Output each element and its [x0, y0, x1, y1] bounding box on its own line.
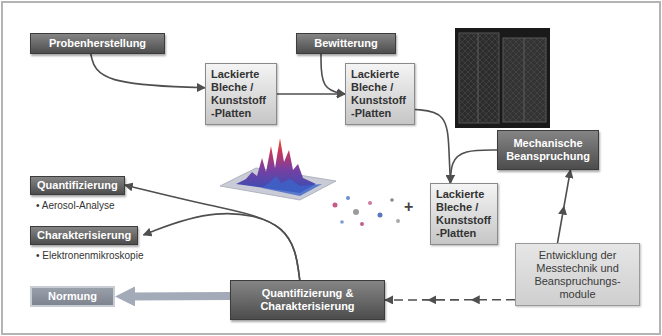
heading-chip: Charakterisierung [30, 226, 138, 245]
process-box: Quantifizierung & Charakterisierung [230, 280, 385, 320]
box-label: Entwicklung der Messtechnik und Beanspru… [522, 249, 633, 301]
block-arrow [129, 292, 230, 300]
box-label: Lackierte Bleche / Kunststoff -Platten [436, 188, 492, 240]
plot-peaks [262, 176, 322, 196]
particle [396, 219, 400, 223]
process-box: Mechanische Beanspruchung [497, 130, 599, 170]
box-label: Mechanische Beanspruchung [504, 137, 592, 163]
box-label: Bewitterung [303, 37, 389, 50]
panel-line [478, 33, 479, 123]
process-box: Lackierte Bleche / Kunststoff -Platten [430, 183, 498, 245]
process-box: Lackierte Bleche / Kunststoff -Platten [205, 63, 277, 125]
heading-group: Charakterisierung • Elektronenmikroskopie [30, 226, 143, 262]
particle [353, 209, 359, 215]
flow-arrow [277, 93, 345, 95]
box-label: Lackierte Bleche / Kunststoff -Platten [351, 68, 409, 120]
particle [368, 201, 372, 205]
box-label: Quantifizierung & Charakterisierung [237, 287, 378, 313]
panel-plate [459, 33, 499, 123]
particle [378, 213, 383, 218]
box-label: Normung [38, 290, 107, 303]
box-label: Probenherstellung [37, 37, 158, 50]
flow-arrow [321, 54, 345, 94]
panel-mesh [459, 33, 499, 123]
panel-plate [503, 38, 546, 122]
heading-group: Quantifizierung • Aerosol-Analyse [30, 176, 125, 212]
flow-arrow [558, 170, 571, 243]
spectrum-plot [220, 138, 336, 200]
particle [346, 196, 350, 200]
flow-arrow [91, 54, 205, 88]
particle [390, 198, 394, 202]
panel-line [524, 38, 525, 122]
bullet-text: • Aerosol-Analyse [30, 199, 115, 212]
particles [333, 196, 401, 226]
plus-sign: + [404, 198, 413, 216]
particle [360, 222, 364, 226]
heading-chip: Quantifizierung [30, 176, 125, 195]
particle [340, 220, 344, 224]
flow-arrow [450, 150, 497, 183]
dashed-arrow [385, 299, 515, 301]
process-box: Lackierte Bleche / Kunststoff -Platten [345, 63, 415, 125]
flow-arrow [415, 110, 450, 184]
flow-arrow [125, 185, 300, 280]
particle [333, 203, 338, 208]
panel-photo [455, 28, 550, 128]
panel-mesh [503, 38, 546, 122]
bullet-text: • Elektronenmikroskopie [30, 249, 143, 262]
process-box: Entwicklung der Messtechnik und Beanspru… [515, 243, 640, 306]
box-label: Lackierte Bleche / Kunststoff -Platten [211, 68, 271, 120]
flow-arrow [143, 214, 299, 280]
process-box: Normung [30, 286, 115, 307]
photo-ground [455, 28, 550, 128]
process-box: Probenherstellung [30, 33, 165, 54]
process-box: Bewitterung [296, 33, 396, 54]
